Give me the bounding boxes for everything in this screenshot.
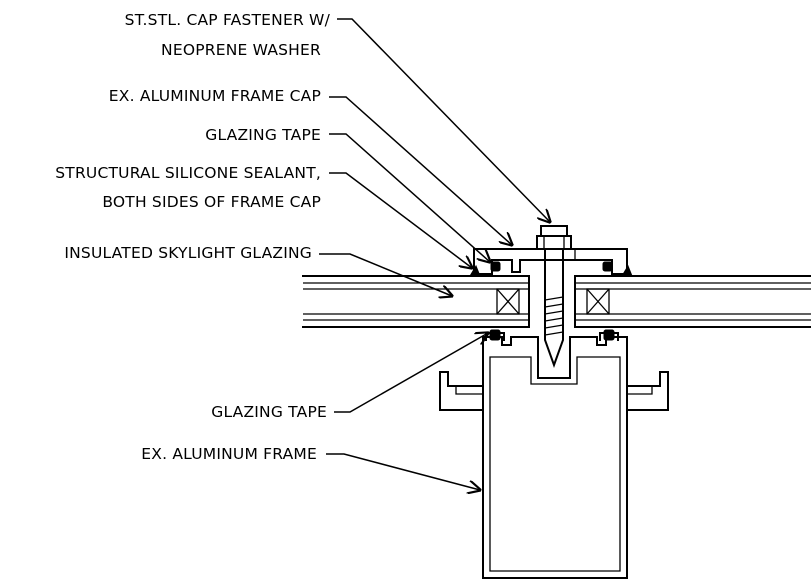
label-frame: EX. ALUMINUM FRAME	[141, 445, 317, 463]
leader-sealant	[329, 172, 472, 268]
spacer-right	[586, 288, 610, 315]
spacer-left	[496, 288, 520, 315]
sealant-bead-right	[621, 264, 633, 277]
label-sealant-line1: STRUCTURAL SILICONE SEALANT,	[55, 164, 321, 182]
neoprene-washer	[536, 235, 572, 250]
leader-cap-fastener	[337, 18, 550, 222]
label-cap-fastener-line1: ST.STL. CAP FASTENER W/	[125, 11, 331, 29]
label-sealant-line2: BOTH SIDES OF FRAME CAP	[102, 193, 321, 211]
leader-glazing-tape-top	[329, 133, 490, 262]
label-skylight-glazing: INSULATED SKYLIGHT GLAZING	[64, 244, 312, 262]
aluminum-frame-cap	[473, 248, 628, 275]
cap-fastener	[536, 225, 572, 368]
glazing-tape-bottom-right	[603, 329, 615, 341]
insulated-glazing-left	[302, 275, 530, 328]
top-sealant-beads	[469, 261, 633, 277]
tape-seat-left	[485, 332, 505, 341]
label-glazing-tape-bottom: GLAZING TAPE	[211, 403, 327, 421]
leader-frame-cap	[329, 96, 512, 245]
glazing-tape-bottom-left	[489, 329, 501, 341]
callout-labels: ST.STL. CAP FASTENER W/ NEOPRENE WASHER …	[55, 11, 330, 463]
leader-skylight-glazing	[319, 253, 452, 296]
label-cap-fastener-line2: NEOPRENE WASHER	[161, 41, 321, 59]
glazing-tape-top-left	[490, 261, 501, 272]
bottom-glazing-tape	[485, 329, 619, 341]
leader-glazing-tape-bottom	[334, 333, 488, 413]
label-glazing-tape-top: GLAZING TAPE	[205, 126, 321, 144]
bolt-head	[540, 225, 568, 237]
bolt-threads	[544, 296, 564, 336]
sealant-bead-left	[469, 264, 481, 277]
leader-lines	[319, 18, 550, 490]
leader-frame	[326, 453, 480, 490]
glazing-tape-top-right	[602, 261, 613, 272]
aluminum-frame	[439, 336, 669, 579]
insulated-glazing-right	[574, 275, 811, 328]
tape-seat-right	[599, 332, 619, 341]
label-frame-cap: EX. ALUMINUM FRAME CAP	[109, 87, 321, 105]
